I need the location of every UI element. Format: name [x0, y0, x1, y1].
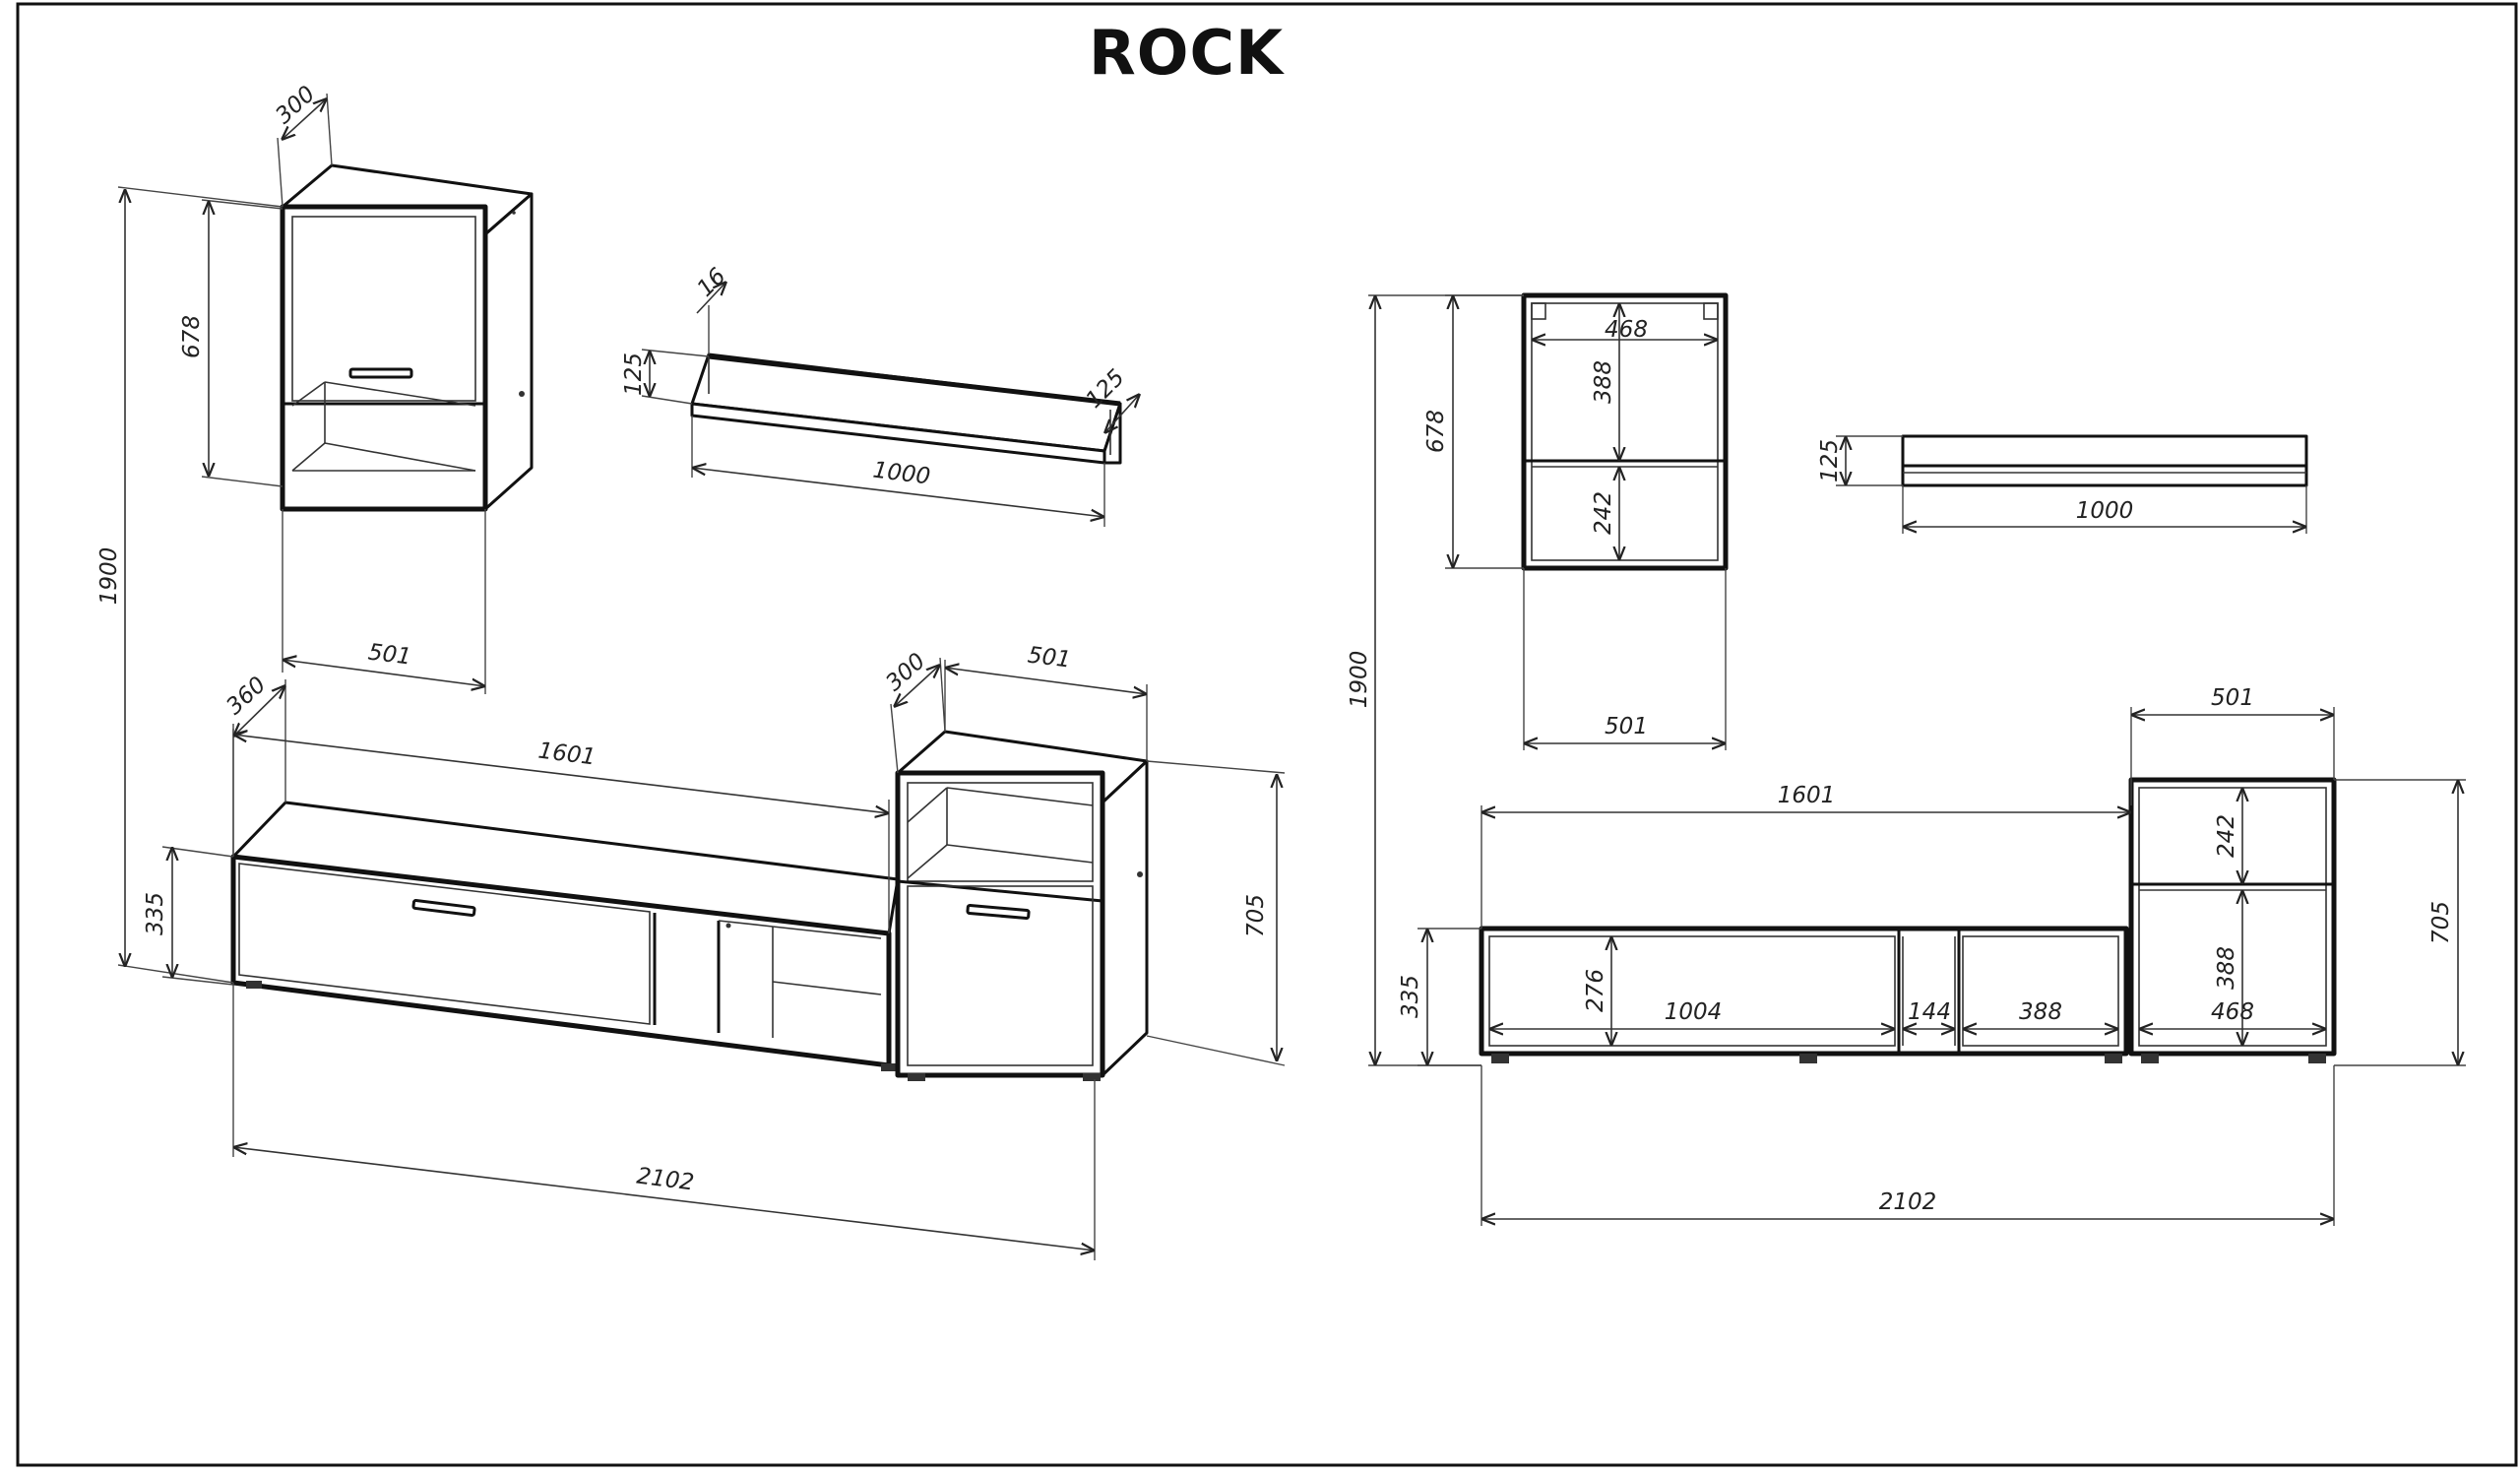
dim-front-tv-comp3: 388 [2019, 999, 2062, 1025]
iso-wall-cabinet [280, 163, 534, 512]
dim-iso-shelf-height: 125 [621, 353, 647, 396]
dim-iso-cab-width: 501 [1026, 642, 1072, 673]
front-tall-cabinet [2128, 777, 2337, 1063]
front-tv-stand [1479, 926, 2129, 1063]
dim-front-cab-width: 501 [2211, 685, 2254, 711]
dim-front-total-height: 1900 [1347, 651, 1372, 709]
dim-iso-wall-height: 678 [179, 315, 205, 358]
dim-front-tv-inner-height: 276 [1583, 969, 1608, 1012]
dim-front-wall-upper: 388 [1591, 360, 1616, 404]
dim-front-wall-width: 501 [1605, 714, 1648, 739]
dim-front-cab-lower: 388 [2214, 946, 2239, 990]
handle-icon [411, 898, 476, 918]
iso-tv-stand [230, 801, 900, 1071]
dim-front-tv-length: 1601 [1778, 783, 1836, 808]
handle-icon [348, 367, 413, 379]
dim-iso-tv-depth: 360 [221, 672, 271, 720]
front-view: 1900 678 468 388 242 501 125 [1347, 292, 2466, 1226]
dim-iso-wall-depth: 300 [271, 81, 320, 129]
dim-front-tv-height: 335 [1398, 975, 1423, 1018]
dim-front-shelf-height: 125 [1817, 439, 1843, 482]
dim-iso-tv-height: 335 [143, 892, 168, 935]
dim-iso-cab-depth: 300 [881, 648, 930, 696]
dim-iso-wall-width: 501 [366, 639, 412, 670]
iso-dimensions: 1900 678 300 501 16 125 [96, 81, 1286, 1260]
dim-iso-total-length: 2102 [635, 1164, 695, 1196]
sheet-border [16, 2, 2518, 1467]
dim-front-tv-comp1: 1004 [1665, 999, 1723, 1025]
dim-front-cab-upper: 242 [2214, 814, 2239, 858]
dim-front-wall-lower: 242 [1591, 491, 1616, 535]
iso-wall-shelf [690, 353, 1122, 465]
front-wall-shelf [1901, 434, 2308, 487]
dim-front-wall-inner-width: 468 [1605, 317, 1648, 343]
front-dimensions: 1900 678 468 388 242 501 125 [1347, 294, 2466, 1226]
drawing-title: ROCK [1089, 17, 1285, 89]
dim-iso-shelf-length: 1000 [871, 458, 931, 490]
dim-front-total-length: 2102 [1879, 1189, 1937, 1215]
dim-front-tv-comp2: 144 [1908, 999, 1951, 1025]
dim-front-cab-height: 705 [2428, 901, 2454, 944]
dim-iso-tv-length: 1601 [536, 738, 597, 771]
handle-icon [966, 903, 1031, 921]
dim-front-cab-inner: 468 [2211, 999, 2254, 1025]
dim-front-shelf-length: 1000 [2076, 498, 2134, 524]
iso-tall-cabinet [895, 730, 1149, 1081]
dim-iso-shelf-thickness: 16 [693, 264, 731, 302]
dim-iso-total-height: 1900 [96, 547, 122, 606]
dim-iso-cab-height: 705 [1243, 894, 1269, 937]
isometric-view: 1900 678 300 501 16 125 [96, 81, 1286, 1260]
dim-front-wall-height: 678 [1423, 410, 1449, 453]
